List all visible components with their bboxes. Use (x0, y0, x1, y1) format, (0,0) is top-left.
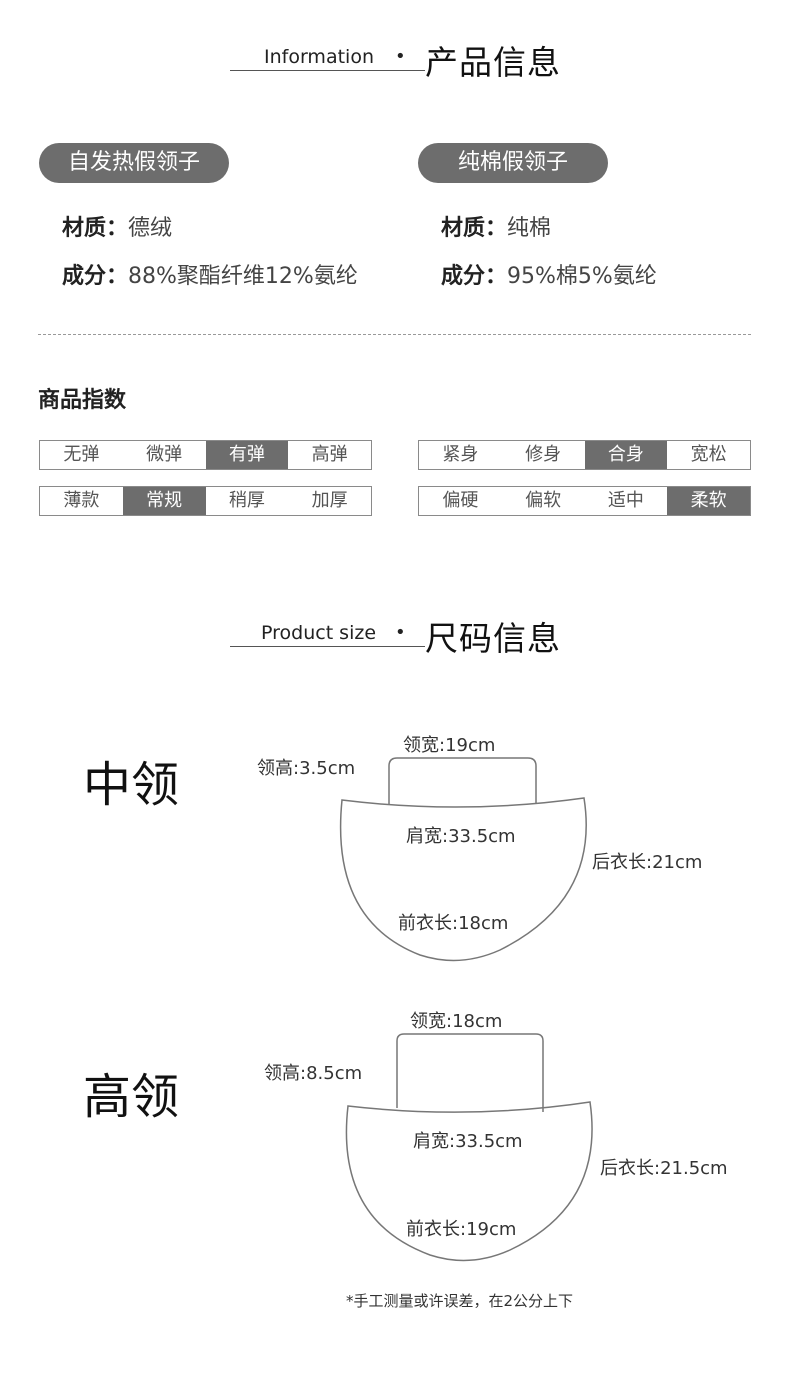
product-pill-cotton: 纯棉假领子 (418, 143, 608, 183)
high-back-length: 后衣长:21.5cm (600, 1158, 728, 1179)
index-option: 适中 (607, 490, 644, 511)
mid-front-length: 前衣长:18cm (398, 913, 509, 934)
size-header-cn: 尺码信息 (425, 619, 561, 658)
index-option: 修身 (525, 444, 562, 465)
high-shoulder-width: 肩宽:33.5cm (413, 1131, 523, 1152)
product-2-material: 材质：纯棉 (441, 210, 551, 242)
high-collar-body-outline (345, 1101, 593, 1262)
info-header-dot: • (395, 46, 406, 67)
mid-collar-height: 领高:3.5cm (257, 758, 356, 779)
index-title: 商品指数 (38, 388, 127, 413)
mid-back-length: 后衣长:21cm (592, 852, 703, 873)
info-header-cn: 产品信息 (425, 43, 561, 82)
mid-shoulder-width: 肩宽:33.5cm (406, 826, 516, 847)
size-header-underline (230, 646, 425, 647)
index-option: 偏硬 (442, 490, 479, 511)
mid-collar-band-outline (388, 757, 537, 804)
size-section-header: Product size • 尺码信息 (230, 612, 560, 662)
composition-key: 成分： (62, 264, 129, 289)
measurement-note: *手工测量或许误差，在2公分上下 (346, 1292, 574, 1310)
index-option: 无弹 (63, 444, 100, 465)
index-row-thickness: 薄款 常规 稍厚 加厚 (39, 486, 372, 516)
product-2-composition: 成分：95%棉5%氨纶 (441, 258, 657, 290)
size-label-medium: 中领 (83, 757, 180, 813)
info-header-en: Information (264, 46, 374, 68)
composition-value: 88%聚酯纤维12%氨纶 (128, 264, 358, 289)
material-key: 材质： (441, 216, 508, 241)
index-option: 微弹 (146, 444, 183, 465)
index-option: 稍厚 (228, 490, 265, 511)
index-option: 宽松 (690, 444, 727, 465)
mid-collar-width: 领宽:19cm (403, 735, 496, 756)
product-1-composition: 成分：88%聚酯纤维12%氨纶 (62, 258, 358, 290)
info-header-underline (230, 70, 425, 71)
index-option: 偏软 (525, 490, 562, 511)
material-value: 德绒 (128, 216, 173, 241)
index-row-fit: 紧身 修身 合身 宽松 (418, 440, 751, 470)
material-key: 材质： (62, 216, 129, 241)
index-option: 高弹 (311, 444, 348, 465)
section-divider (38, 334, 751, 335)
product-1-material: 材质：德绒 (62, 210, 172, 242)
info-section-header: Information • 产品信息 (230, 36, 560, 86)
index-option: 薄款 (63, 490, 100, 511)
index-option: 加厚 (311, 490, 348, 511)
high-collar-band-outline (396, 1033, 544, 1112)
size-header-en: Product size (261, 622, 377, 644)
index-option: 紧身 (442, 444, 479, 465)
composition-value: 95%棉5%氨纶 (507, 264, 657, 289)
product-pill-self-heating: 自发热假领子 (39, 143, 229, 183)
high-collar-height: 领高:8.5cm (264, 1063, 363, 1084)
index-option: 有弹 (205, 441, 289, 469)
mid-collar-body-outline (339, 797, 587, 962)
composition-key: 成分： (441, 264, 508, 289)
index-option: 柔软 (667, 487, 750, 515)
index-row-elasticity: 无弹 微弹 有弹 高弹 (39, 440, 372, 470)
material-value: 纯棉 (507, 216, 552, 241)
size-label-high: 高领 (83, 1069, 180, 1125)
size-header-dot: • (395, 622, 406, 643)
index-option: 合身 (584, 441, 668, 469)
high-collar-width: 领宽:18cm (410, 1011, 503, 1032)
high-front-length: 前衣长:19cm (406, 1219, 517, 1240)
index-row-softness: 偏硬 偏软 适中 柔软 (418, 486, 751, 516)
index-option: 常规 (122, 487, 206, 515)
